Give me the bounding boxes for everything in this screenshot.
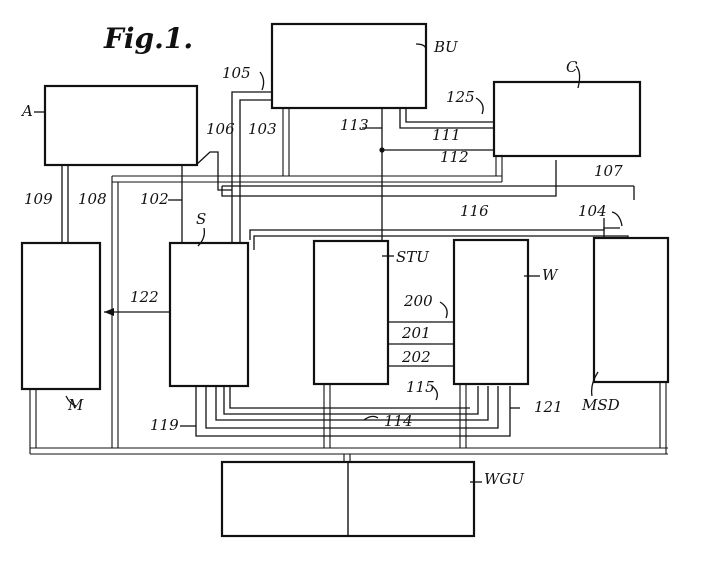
label-M: M xyxy=(67,396,84,414)
label-BU: BU xyxy=(433,38,459,56)
label-MSD: MSD xyxy=(581,396,620,414)
block-STU xyxy=(312,239,390,386)
ref-108: 108 xyxy=(78,190,107,208)
signal-wires xyxy=(61,91,635,437)
block-MSD xyxy=(592,236,670,384)
ref-109: 109 xyxy=(24,190,53,208)
label-WGU: WGU xyxy=(484,470,525,488)
ref-113: 113 xyxy=(340,116,369,134)
ref-111: 111 xyxy=(432,126,461,144)
leader-lines xyxy=(168,71,623,427)
ref-121: 121 xyxy=(534,398,563,416)
block-BU xyxy=(270,22,428,110)
ref-116: 116 xyxy=(460,202,489,220)
ref-119: 119 xyxy=(150,416,179,434)
block-M xyxy=(20,241,102,391)
ref-200: 200 xyxy=(403,292,433,310)
ref-112: 112 xyxy=(440,148,469,166)
label-STU: STU xyxy=(396,248,430,266)
ref-125: 125 xyxy=(446,88,475,106)
ref-114: 114 xyxy=(384,412,413,430)
ref-122: 122 xyxy=(130,288,159,306)
arrow-122 xyxy=(104,308,114,316)
ref-104: 104 xyxy=(578,202,607,220)
block-C xyxy=(492,80,642,158)
block-S xyxy=(168,241,250,388)
figure-title: Fig.1. xyxy=(103,22,193,55)
ref-202: 202 xyxy=(401,348,431,366)
label-A: A xyxy=(20,102,33,120)
label-W: W xyxy=(542,266,559,284)
label-C: C xyxy=(566,58,578,76)
ref-102: 102 xyxy=(140,190,169,208)
block-A xyxy=(43,84,199,167)
ref-103: 103 xyxy=(248,120,277,138)
ref-107: 107 xyxy=(594,162,623,180)
junction-dot xyxy=(379,147,385,153)
block-W xyxy=(452,238,530,386)
power-bus xyxy=(29,108,668,462)
ref-201: 201 xyxy=(401,324,431,342)
ref-105: 105 xyxy=(222,64,251,82)
ref-106: 106 xyxy=(206,120,235,138)
ref-115: 115 xyxy=(406,378,435,396)
label-S: S xyxy=(196,210,206,228)
